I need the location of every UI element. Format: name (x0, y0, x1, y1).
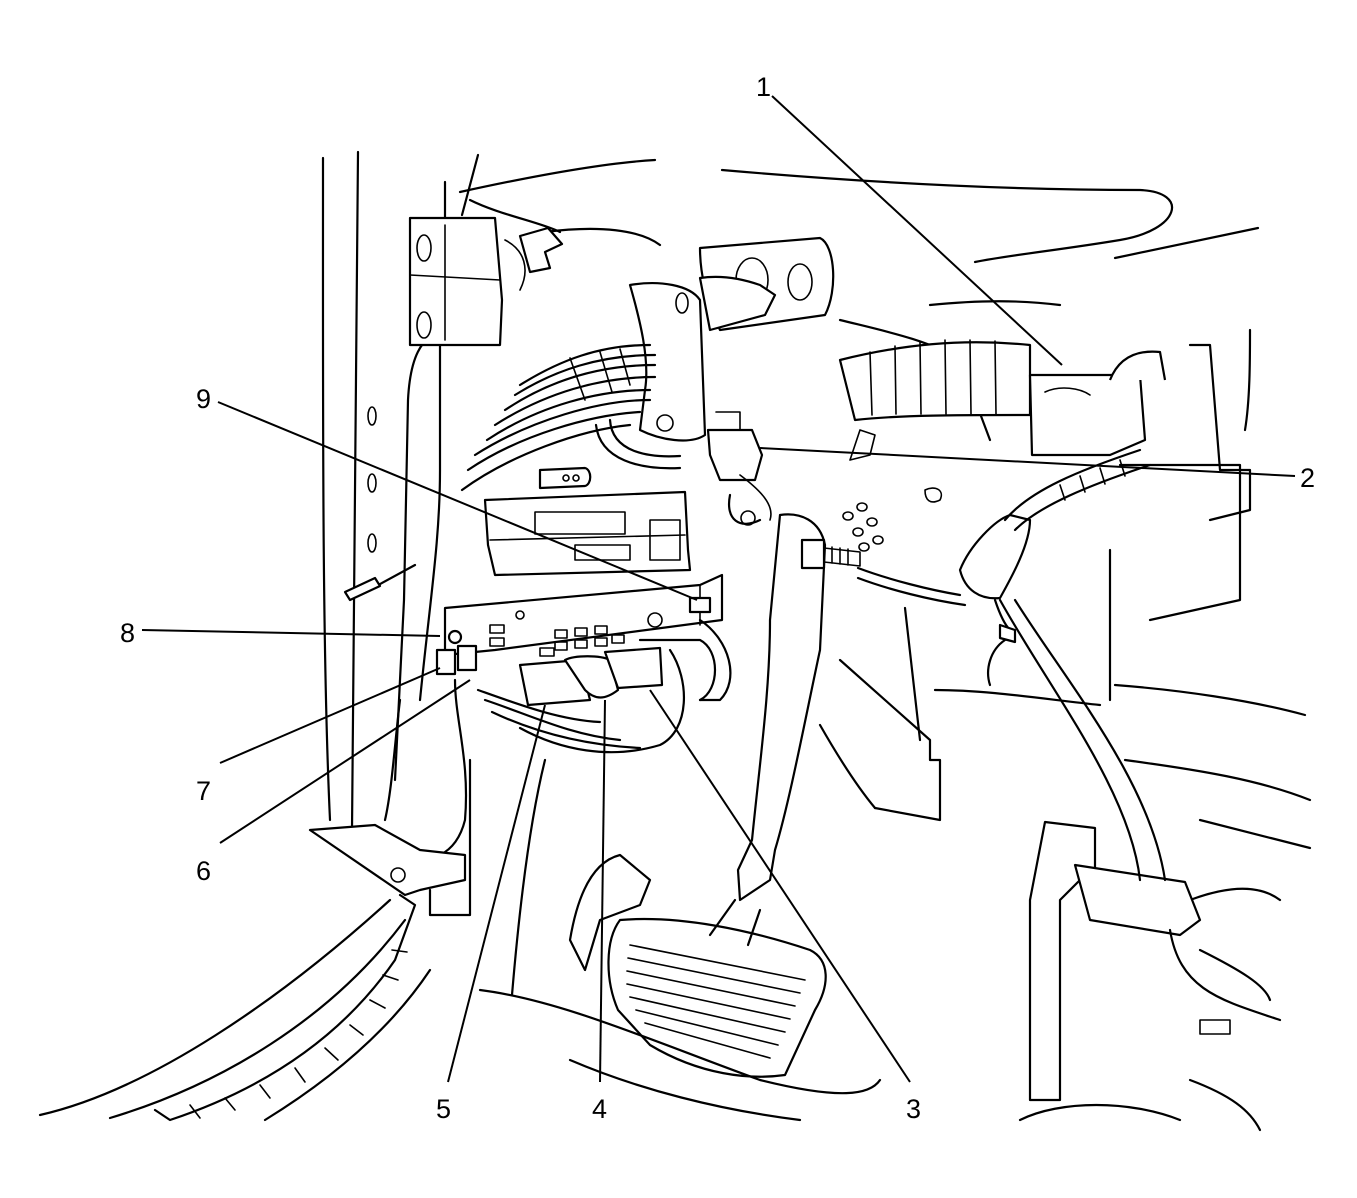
corrugated-harness (838, 339, 1167, 457)
leader-line-5 (447, 704, 546, 1083)
steering-column (998, 598, 1282, 1102)
dash-outline (458, 153, 1260, 307)
callout-5: 5 (436, 1094, 451, 1124)
right-structures (1018, 328, 1312, 1132)
callout-3: 3 (906, 1094, 921, 1124)
callout-4: 4 (592, 1094, 607, 1124)
door-trim-lower (38, 563, 472, 1122)
callout-2: 2 (1300, 463, 1315, 493)
leader-line-7 (219, 667, 441, 764)
floor-panel (478, 606, 1102, 1122)
leader-line-1 (771, 95, 1063, 366)
leader-line-2 (759, 447, 1296, 477)
callout-labels: 1 2 3 4 5 6 7 8 9 (120, 72, 1315, 1124)
brake-pedal (568, 513, 827, 1078)
callout-6: 6 (196, 856, 211, 886)
hinge-bracket (408, 216, 564, 347)
brake-switch (706, 411, 772, 526)
block-connectors (435, 629, 717, 857)
callout-8: 8 (120, 618, 135, 648)
callout-7: 7 (196, 776, 211, 806)
callout-1: 1 (756, 72, 771, 102)
leader-line-6 (219, 679, 471, 844)
callout-9: 9 (196, 384, 211, 414)
wiring-harness (460, 343, 682, 492)
leader-line-9 (217, 401, 698, 601)
leader-line-4 (599, 699, 606, 1083)
leader-line-8 (141, 629, 441, 637)
leader-lines (141, 95, 1296, 1083)
bolt-and-rod (800, 429, 1152, 687)
leader-line-3 (649, 689, 911, 1083)
junction-block (443, 490, 724, 657)
